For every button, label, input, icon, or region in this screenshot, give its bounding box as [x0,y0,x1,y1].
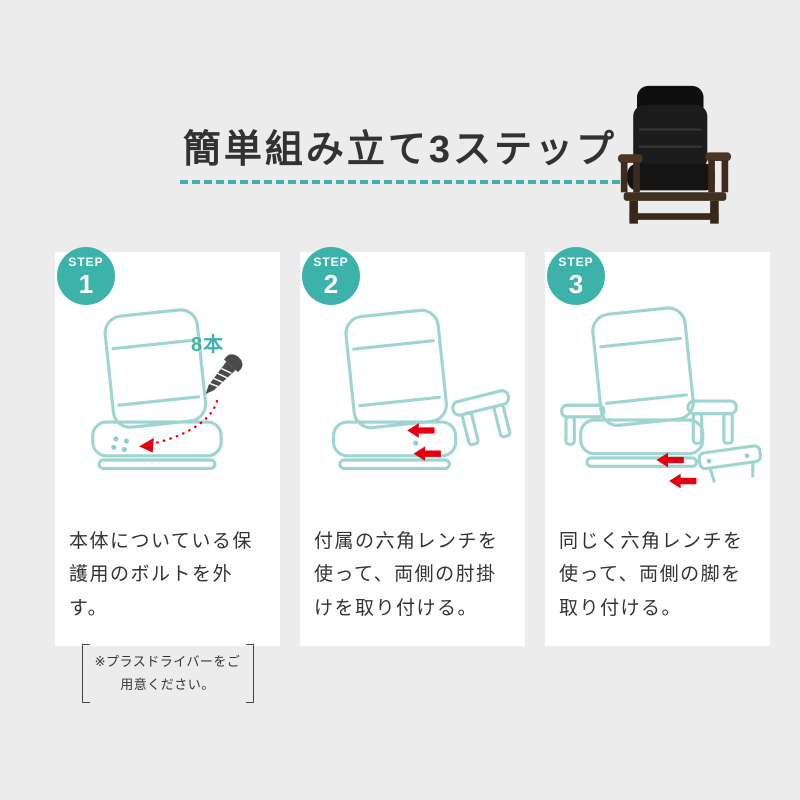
armrest-left [560,403,606,446]
chair-line-drawing [91,308,243,470]
title-dashed-underline [180,180,620,184]
step-1-card: STEP 1 [55,247,280,703]
screw-icon [205,354,243,394]
step-label: STEP [68,254,104,269]
step-label: STEP [313,254,349,269]
bolt-holes [111,436,129,452]
step-number: 3 [568,268,584,299]
steps-cards: STEP 1 [55,247,770,703]
step-number: 1 [78,268,94,299]
step-3-description: 同じく六角レンチを使って、両側の脚を取り付ける。 [559,531,744,619]
leg-frame-part [697,444,763,483]
step-3-badge: STEP 3 [547,247,605,305]
step-1-illustration: 8本 [55,300,280,500]
step-2-illustration [300,300,525,500]
screw-count-label: 8本 [191,334,225,356]
armrest-right [686,399,739,445]
chair-line-drawing [560,306,763,489]
step-label: STEP [558,254,594,269]
page-title: 簡単組み立て3ステップ [182,129,618,171]
armrest-part [451,389,512,447]
step-1-note: ※プラスドライバーをご用意ください。 [81,643,254,704]
step-3-card: STEP 3 [545,247,770,646]
product-photo-chair [618,85,732,224]
red-arrowhead-icon [139,437,154,453]
red-arrow-icons [656,452,697,489]
red-dashed-arrow [148,399,219,446]
bolt-holes [706,453,750,464]
chair-line-drawing [331,308,512,470]
step-number: 2 [323,268,339,299]
step-2-badge: STEP 2 [302,247,360,305]
step-1-description: 本体についている保護用のボルトを外す。 [69,531,253,619]
step-1-badge: STEP 1 [57,247,115,305]
step-3-illustration [545,300,770,500]
red-arrow-icons [407,423,441,462]
step-2-description: 付属の六角レンチを使って、両側の肘掛けを取り付ける。 [314,531,499,619]
step-2-card: STEP 2 [300,247,525,646]
